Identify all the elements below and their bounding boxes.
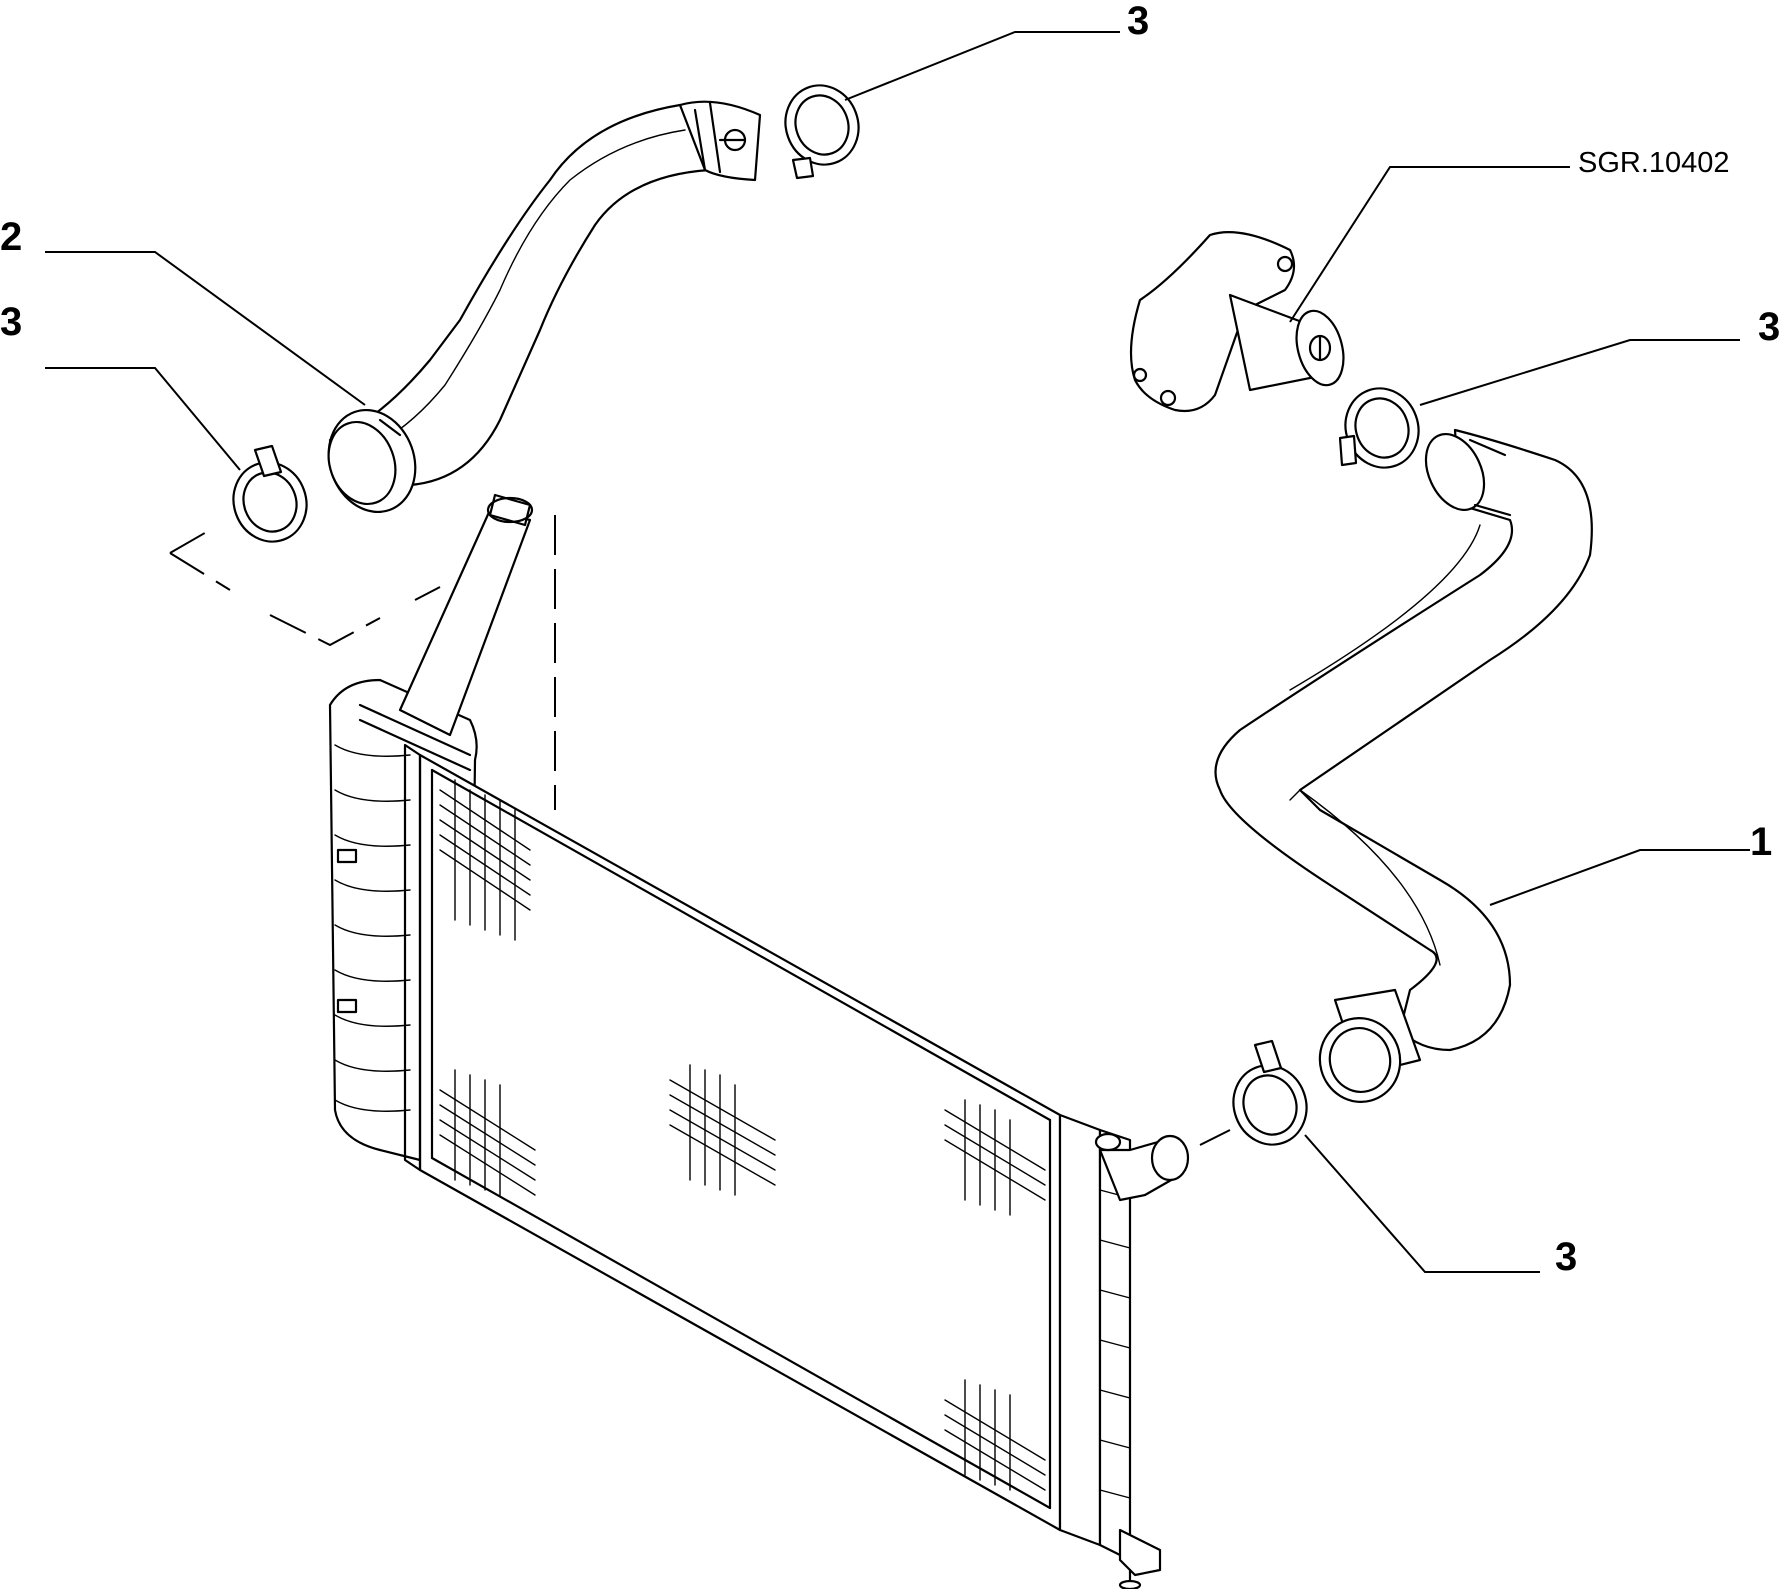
leader-lower-hose — [1489, 849, 1750, 906]
callout-top-clamp: 3 — [1127, 0, 1149, 43]
reference-code: SGR.10402 — [1578, 147, 1730, 179]
hose-clamp-right-upper — [1338, 387, 1420, 469]
radiator — [328, 493, 1190, 1589]
callout-upper-hose: 2 — [0, 215, 22, 259]
leader-lines — [45, 31, 1750, 1273]
hose-clamp-top — [784, 84, 860, 180]
lower-radiator-hose — [1214, 428, 1593, 1103]
hose-clamp-left — [232, 444, 308, 543]
leader-top-clamp — [844, 31, 1120, 101]
callout-right-upper-clamp: 3 — [1758, 305, 1780, 349]
callout-lower-hose: 1 — [1750, 820, 1772, 864]
phantom-lines — [169, 515, 1231, 1146]
upper-radiator-hose — [327, 100, 762, 514]
leader-reference — [1289, 166, 1570, 323]
callout-left-clamp: 3 — [0, 300, 22, 344]
leader-upper-hose — [45, 251, 366, 406]
thermostat-housing — [1129, 231, 1345, 413]
leader-right-upper-clamp — [1419, 339, 1740, 406]
core-fins-hatch — [439, 779, 1046, 1491]
callout-bottom-clamp: 3 — [1555, 1235, 1577, 1279]
leader-left-clamp — [45, 367, 241, 471]
hose-clamp-bottom — [1232, 1039, 1308, 1146]
leader-bottom-clamp — [1304, 1134, 1540, 1273]
